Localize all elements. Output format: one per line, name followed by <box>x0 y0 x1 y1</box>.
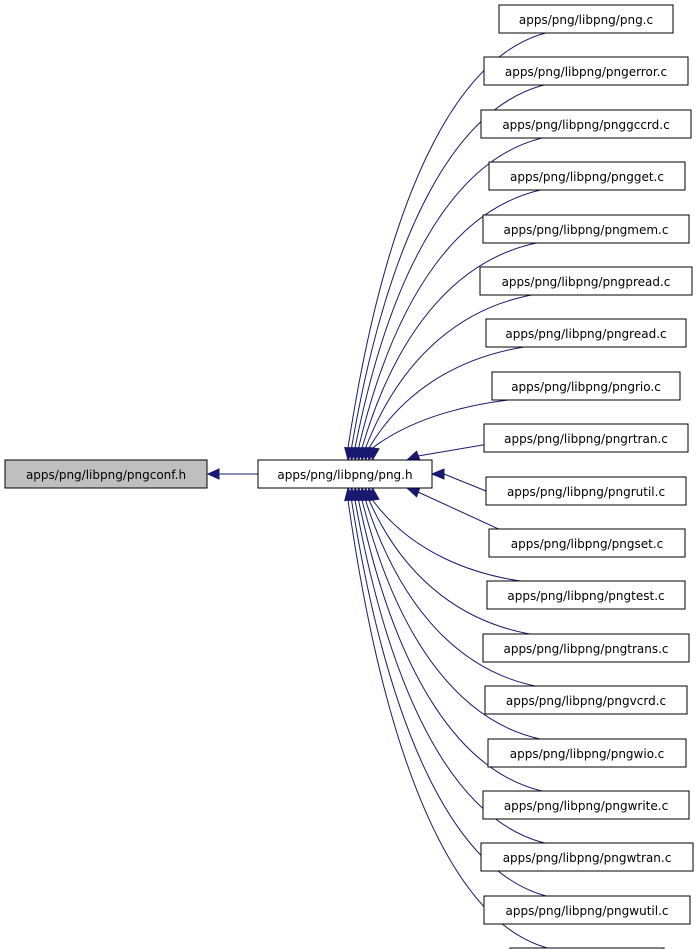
node-includer[interactable]: apps/png/libpng/pngvcrd.c <box>484 685 688 715</box>
edge-line <box>443 473 487 492</box>
node-includer[interactable]: apps/png/libpng/pngpread.c <box>479 266 693 296</box>
node-includer[interactable]: apps/png/libpng/png.c <box>498 4 674 34</box>
arrowhead <box>368 446 380 462</box>
node-label: apps/png/libpng/pngpread.c <box>502 275 671 289</box>
node-includer[interactable]: apps/png/libpng/pngwio.c <box>487 738 687 768</box>
node-includer[interactable]: apps/png/libpng/pngset.c <box>488 528 686 558</box>
node-label: apps/png/libpng/pngmem.c <box>504 223 669 237</box>
node-hub[interactable]: apps/png/libpng/png.h <box>257 459 433 489</box>
edge-png-h-to-pngconf-h <box>206 468 258 480</box>
arrowhead <box>344 486 356 502</box>
node-label: apps/png/libpng/pngtest.c <box>507 589 664 603</box>
node-label: apps/png/libpng/pngwutil.c <box>506 904 669 918</box>
edge-line <box>351 499 578 901</box>
arrowhead <box>405 450 421 462</box>
node-includer[interactable]: apps/png/libpng/pngread.c <box>485 318 687 348</box>
node-includer[interactable]: apps/png/libpng/pngwutil.c <box>483 895 691 925</box>
node-includer[interactable]: apps/png/libpng/pnggccrd.c <box>480 109 692 139</box>
edge-line <box>361 499 578 744</box>
node-label: apps/png/libpng/pngvcrd.c <box>506 694 666 708</box>
node-includer[interactable]: apps/png/libpng/pngget.c <box>488 161 686 191</box>
edge-line <box>365 499 577 691</box>
node-root[interactable]: apps/png/libpng/pngconf.h <box>4 459 208 489</box>
node-label: apps/png/libpng/pngget.c <box>510 170 664 184</box>
node-includer[interactable]: apps/png/libpng/pngmem.c <box>482 214 690 244</box>
node-includer[interactable]: apps/png/libpng/pngrio.c <box>491 371 681 401</box>
edge-line <box>347 28 577 449</box>
node-label: apps/png/libpng/pngerror.c <box>505 65 667 79</box>
node-label: apps/png/libpng/pngwio.c <box>510 747 664 761</box>
node-label: apps/png/libpng/pngset.c <box>511 537 664 551</box>
edge-line <box>361 238 577 449</box>
node-includer[interactable]: apps/png/libpng/pngrutil.c <box>485 476 687 506</box>
edge-line <box>368 499 577 639</box>
node-label: apps/png/libpng/pnggccrd.c <box>502 118 669 132</box>
edge-line <box>358 185 578 449</box>
edges-layer <box>206 28 578 949</box>
node-includer[interactable]: apps/png/libpng/pngwtran.c <box>480 842 694 872</box>
nodes-layer: apps/png/libpng/pngconf.h apps/png/libpn… <box>4 4 694 949</box>
arrowhead <box>405 486 421 498</box>
node-label: apps/png/libpng/pngread.c <box>505 327 666 341</box>
edge-line <box>351 80 577 449</box>
node-includer[interactable]: apps/png/libpng/pngtest.c <box>486 580 686 610</box>
node-label: apps/png/libpng/pngrio.c <box>511 380 661 394</box>
node-includer[interactable]: apps/png/libpng/pngrtran.c <box>483 423 689 453</box>
node-includer[interactable]: apps/png/libpng/pngtrans.c <box>482 633 690 663</box>
node-includer[interactable]: apps/png/libpng/pngwrite.c <box>482 790 690 820</box>
node-label: apps/png/libpng/pngwtran.c <box>503 851 672 865</box>
node-label: apps/png/libpng/png.h <box>277 468 412 482</box>
node-label: apps/png/libpng/pngconf.h <box>26 468 186 482</box>
node-label: apps/png/libpng/pngwrite.c <box>504 799 668 813</box>
node-includer[interactable]: apps/png/libpng/pngerror.c <box>483 56 689 86</box>
node-label: apps/png/libpng/pngrutil.c <box>507 485 665 499</box>
arrowhead <box>206 468 220 480</box>
node-label: apps/png/libpng/pngtrans.c <box>503 642 668 656</box>
edge-includer-to-png-h <box>364 486 577 639</box>
edge-includer-to-png-h <box>344 486 555 949</box>
edge-line <box>358 499 577 796</box>
edge-line <box>354 499 578 848</box>
node-label: apps/png/libpng/pngrtran.c <box>504 432 668 446</box>
edge-line <box>347 499 555 949</box>
arrowhead <box>430 468 445 480</box>
node-label: apps/png/libpng/png.c <box>519 13 653 27</box>
edge-line <box>354 133 577 449</box>
edge-includer-to-png-h <box>430 468 487 492</box>
